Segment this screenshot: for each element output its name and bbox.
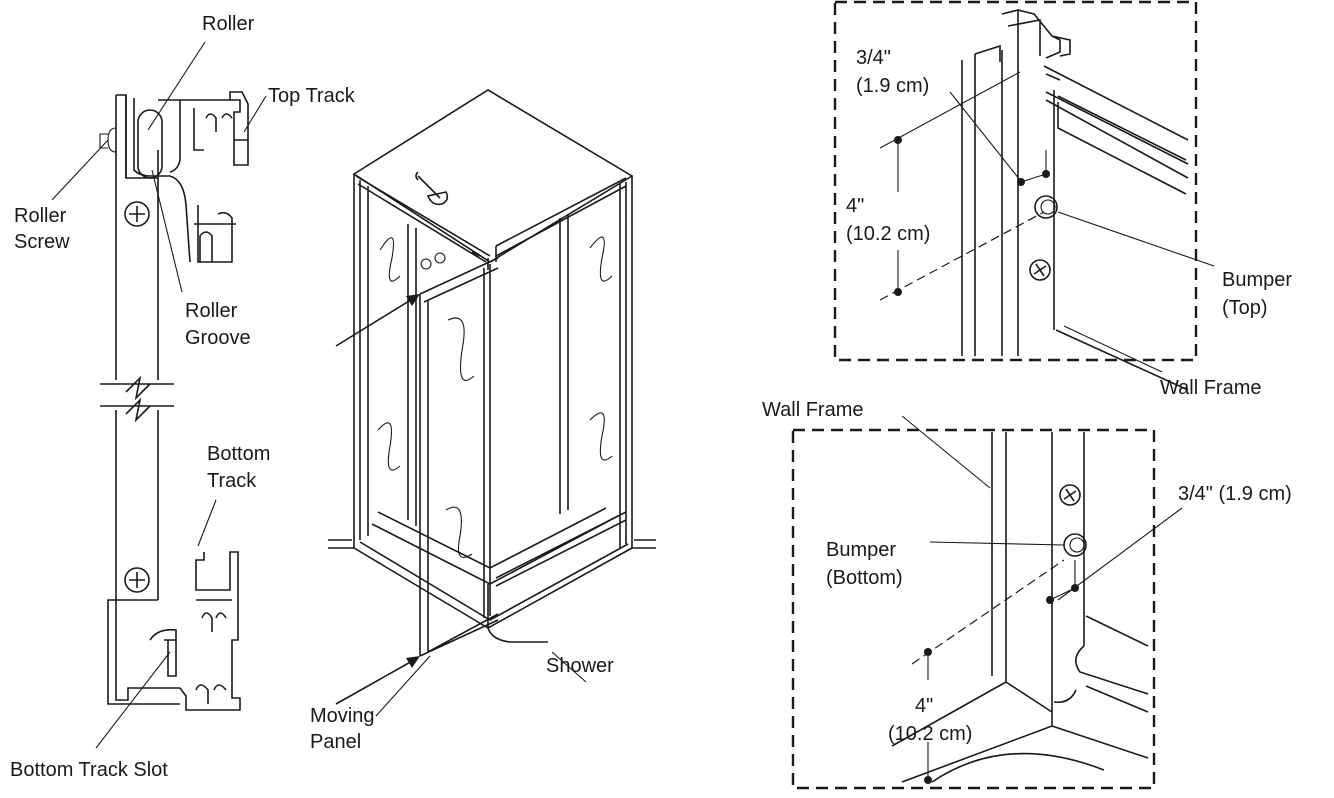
dim-point-f xyxy=(924,776,932,784)
bottom-wall-frame xyxy=(891,432,1149,783)
roller-screw-leader xyxy=(51,139,109,201)
bottom-arrow xyxy=(335,659,415,705)
label-bottom-wall-frame: Wall Frame xyxy=(762,399,863,421)
glass-swirl xyxy=(377,236,613,558)
top-track-leader xyxy=(243,95,267,133)
roller-groove-leader xyxy=(151,169,183,293)
label-bottom-track-1: Bottom xyxy=(207,443,270,465)
panel-break-symbol xyxy=(100,375,174,423)
label-bumper-top-2: (Top) xyxy=(1222,297,1268,319)
label-top-wall-frame: Wall Frame xyxy=(1160,377,1261,399)
upper-screw xyxy=(124,201,150,227)
label-top-dim-large-2: (10.2 cm) xyxy=(846,223,930,245)
bottom-bumper-detail xyxy=(791,415,1183,790)
label-bottom-dim-small: 3/4" (1.9 cm) xyxy=(1178,483,1292,505)
wall-frame-top-leader xyxy=(1063,325,1163,373)
label-top-dim-small-1: 3/4" xyxy=(856,47,891,69)
label-bottom-dim-large-2: (10.2 cm) xyxy=(888,723,972,745)
track-cross-section xyxy=(51,41,267,749)
label-moving-panel-2: Panel xyxy=(310,731,361,753)
dim-line-lower xyxy=(879,211,1045,301)
bottom-track-slot-leader xyxy=(95,651,171,749)
bottom-track-leader xyxy=(197,499,217,547)
shower-control-1 xyxy=(420,258,432,270)
top-arrow xyxy=(335,297,415,347)
dim-small-leader xyxy=(949,91,1021,181)
top-bumper-detail xyxy=(833,0,1215,391)
roller-wheel xyxy=(137,109,163,179)
top-detail-frame xyxy=(833,0,1198,362)
floor-curve xyxy=(931,752,1105,783)
dim-line-upper xyxy=(879,71,1021,149)
moving-panel-leader xyxy=(375,655,431,717)
label-roller-screw-2: Screw xyxy=(14,231,70,253)
wall-frame-bottom-leader xyxy=(901,415,991,489)
top-track-profile xyxy=(125,91,249,263)
left-fixed-panel xyxy=(355,175,491,540)
bottom-detail-screw xyxy=(1059,484,1081,506)
dim-line-bottom xyxy=(911,559,1065,665)
enclosure-outline xyxy=(328,89,656,549)
dim-small-bottom-leader xyxy=(1057,507,1183,601)
label-roller-groove-1: Roller xyxy=(185,300,238,322)
label-bumper-bottom-2: (Bottom) xyxy=(826,567,903,589)
label-roller-groove-2: Groove xyxy=(185,327,251,349)
label-top-track: Top Track xyxy=(268,85,356,107)
door-panel-edge xyxy=(115,94,159,600)
label-roller: Roller xyxy=(202,13,255,35)
shower-control-2 xyxy=(434,252,446,264)
label-bottom-track-slot: Bottom Track Slot xyxy=(10,759,168,781)
label-top-dim-large-1: 4" xyxy=(846,195,864,217)
label-roller-screw-1: Roller xyxy=(14,205,67,227)
dim-point-b xyxy=(894,288,902,296)
bumper-top xyxy=(1034,195,1058,219)
bumper-bottom xyxy=(1063,533,1087,557)
right-fixed-panel xyxy=(495,177,627,548)
shower-leader xyxy=(551,651,587,683)
label-bottom-track-2: Track xyxy=(207,470,257,492)
lower-screw xyxy=(124,567,150,593)
bottom-track-profile xyxy=(107,551,241,711)
moving-panel xyxy=(419,257,627,657)
label-bottom-dim-large-1: 4" xyxy=(915,695,933,717)
shower-enclosure xyxy=(328,89,656,717)
top-detail-screw xyxy=(1029,259,1051,281)
top-wall-frame xyxy=(961,8,1189,391)
label-moving-panel-1: Moving xyxy=(310,705,374,727)
bumper-bottom-leader xyxy=(929,541,1065,546)
label-bumper-bottom-1: Bumper xyxy=(826,539,896,561)
label-top-dim-small-2: (1.9 cm) xyxy=(856,75,929,97)
label-shower: Shower xyxy=(546,655,614,677)
label-bumper-top-1: Bumper xyxy=(1222,269,1292,291)
bumper-top-leader xyxy=(1057,211,1215,267)
bottom-detail-frame xyxy=(791,428,1156,790)
roller-leader xyxy=(147,41,206,131)
dim-point-a xyxy=(894,136,902,144)
shower-head xyxy=(415,171,449,206)
